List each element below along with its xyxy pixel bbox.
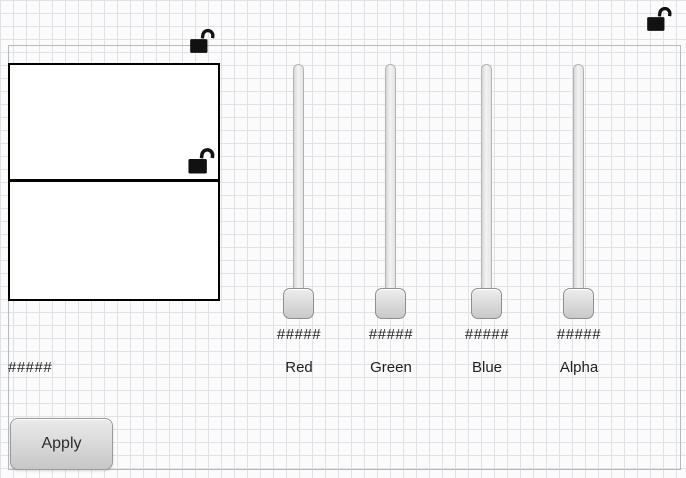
alpha-slider-label: Alpha: [559, 359, 599, 376]
alpha-slider: ##### Alpha: [544, 60, 614, 380]
alpha-slider-value: #####: [556, 326, 602, 343]
red-slider: ##### Red: [264, 60, 334, 380]
green-slider-value: #####: [368, 326, 414, 343]
alpha-slider-track[interactable]: [573, 64, 584, 304]
green-slider-track[interactable]: [385, 64, 396, 304]
red-slider-label: Red: [285, 359, 313, 376]
blue-slider-value: #####: [464, 326, 510, 343]
green-slider-thumb[interactable]: [375, 288, 406, 319]
red-slider-track[interactable]: [293, 64, 304, 304]
new-color-swatch: [10, 182, 218, 299]
green-slider-label: Green: [370, 359, 412, 376]
alpha-slider-thumb[interactable]: [563, 288, 594, 319]
blue-slider-thumb[interactable]: [471, 288, 502, 319]
panel-lock-icon[interactable]: [643, 5, 674, 34]
red-slider-value: #####: [276, 326, 322, 343]
green-slider: ##### Green: [356, 60, 426, 380]
blue-slider-track[interactable]: [481, 64, 492, 304]
blue-slider-label: Blue: [471, 359, 503, 376]
swatch-top-lock-icon[interactable]: [186, 27, 217, 56]
color-preview: [8, 63, 220, 301]
hex-color-value: #####: [8, 359, 53, 376]
blue-slider: ##### Blue: [452, 60, 522, 380]
red-slider-thumb[interactable]: [283, 288, 314, 319]
apply-button[interactable]: Apply: [10, 418, 113, 470]
swatch-divider-lock-icon[interactable]: [184, 146, 217, 177]
current-color-swatch: [10, 65, 218, 182]
